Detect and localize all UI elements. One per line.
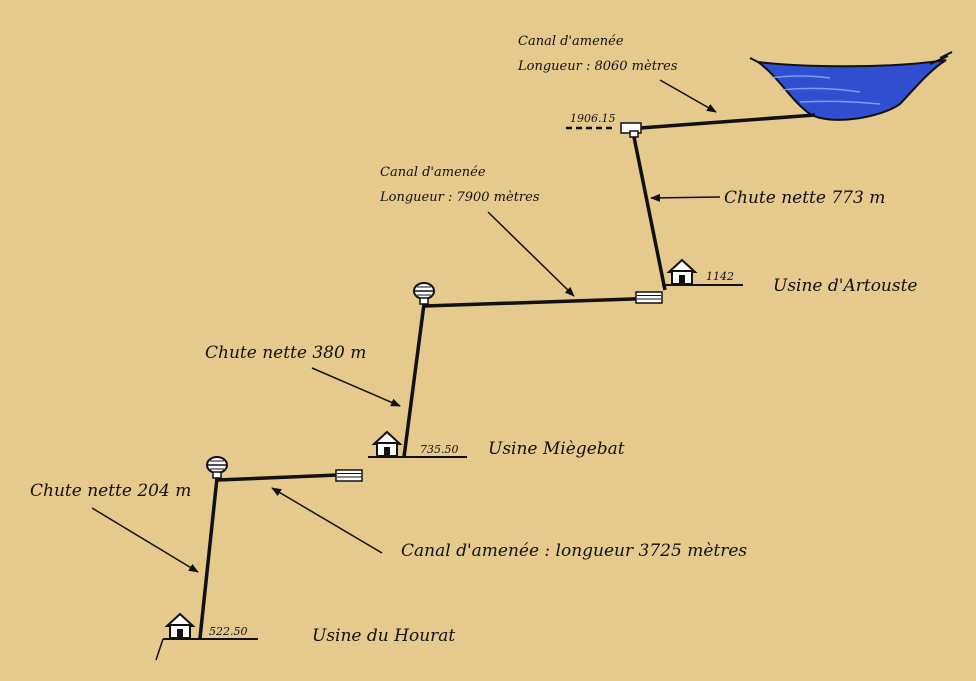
hourat-ground-edge bbox=[155, 638, 164, 661]
top-intake-base bbox=[629, 130, 639, 138]
arrow-canal-low bbox=[271, 487, 383, 554]
penstock-773 bbox=[632, 136, 667, 291]
elevation-hourat: 522.50 bbox=[209, 625, 248, 638]
canal-mid-length: Longueur : 7900 mètres bbox=[379, 190, 540, 205]
penstock-204 bbox=[198, 477, 219, 639]
usine-miegebat-label: Usine Miègebat bbox=[488, 439, 625, 459]
canal-top-line bbox=[639, 113, 816, 130]
canal-low-label: Canal d'amenée : longueur 3725 mètres bbox=[401, 541, 747, 561]
arrow-canal-mid bbox=[487, 211, 575, 297]
house-icon-hourat bbox=[166, 613, 194, 639]
arrow-canal-top bbox=[659, 79, 717, 113]
house-icon-miegebat bbox=[373, 431, 401, 457]
elevation-artouste: 1142 bbox=[706, 270, 734, 283]
water-chamber-icon-low bbox=[335, 469, 363, 482]
usine-hourat-label: Usine du Hourat bbox=[312, 626, 455, 646]
chute-204-label: Chute nette 204 m bbox=[30, 481, 191, 501]
arrow-chute-773 bbox=[650, 193, 721, 202]
house-icon-artouste bbox=[668, 259, 696, 285]
canal-top-length: Longueur : 8060 mètres bbox=[517, 59, 678, 74]
penstock-380 bbox=[402, 303, 426, 458]
usine-artouste-label: Usine d'Artouste bbox=[773, 276, 918, 296]
elevation-top: 1906.15 bbox=[570, 112, 616, 125]
canal-top-title: Canal d'amenée bbox=[518, 34, 624, 49]
chute-773-label: Chute nette 773 m bbox=[724, 188, 885, 208]
lake-icon bbox=[749, 51, 953, 121]
arrow-chute-380 bbox=[311, 367, 401, 407]
chute-380-label: Chute nette 380 m bbox=[205, 343, 366, 363]
canal-mid-title: Canal d'amenée bbox=[380, 165, 486, 180]
water-chamber-icon-mid bbox=[635, 291, 663, 304]
elevation-miegebat: 735.50 bbox=[420, 443, 459, 456]
arrow-chute-204 bbox=[91, 507, 199, 573]
canal-mid-line bbox=[424, 296, 663, 308]
surge-tank-icon-low bbox=[206, 456, 228, 479]
surge-tank-icon-mid bbox=[413, 282, 435, 305]
